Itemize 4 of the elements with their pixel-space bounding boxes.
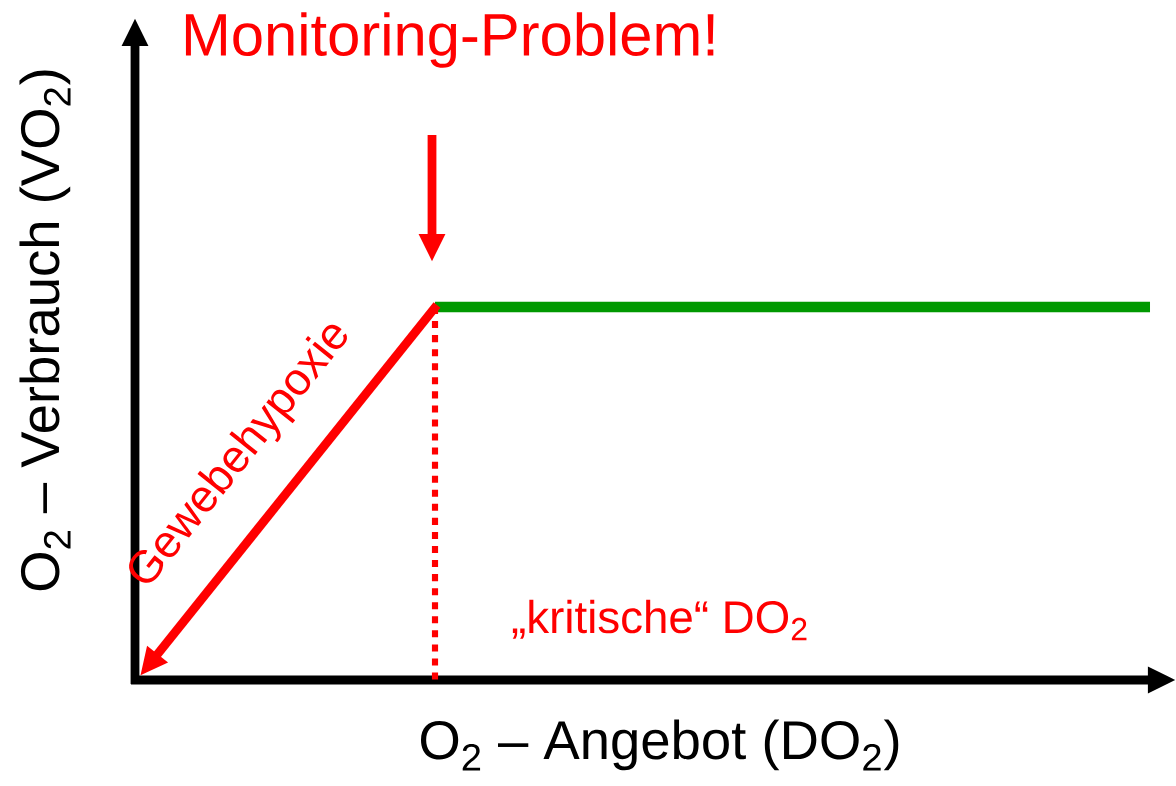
critical-label: „kritische“ DO$_{2}$ [512,599,807,641]
axis-label: O$_{2}$ – Angebot (DO$_{2}$) [421,719,899,771]
warning-text: Monitoring-Problem! [185,12,714,68]
axis-label: O$_{2}$ – Verbrauch (VO$_{2}$) [19,70,71,591]
